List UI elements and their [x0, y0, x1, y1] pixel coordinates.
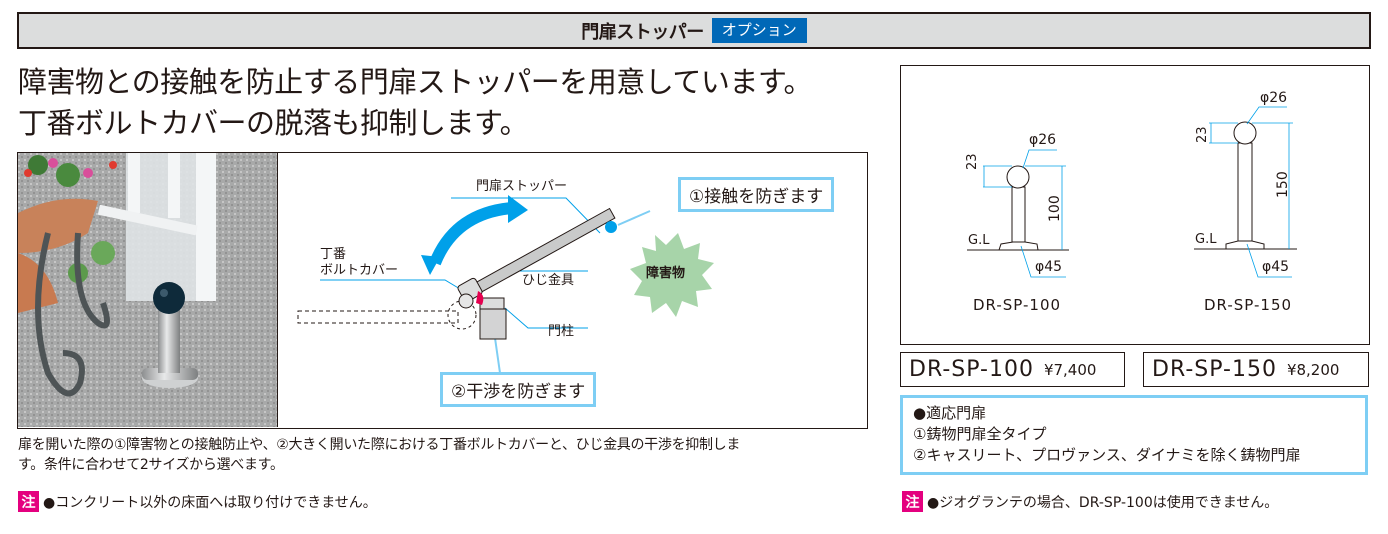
drawing-label-100: DR-SP-100 — [973, 296, 1062, 314]
dimension-drawing-panel: φ26 23 100 G.L φ45 DR-SP-100 φ26 23 150 … — [900, 65, 1370, 345]
compatible-gates-box: ●適応門扉 ①鋳物門扉全タイプ ②キャスリート、プロヴァンス、ダイナミを除く鋳物… — [900, 395, 1368, 475]
label-gate-post: 門柱 — [548, 324, 575, 339]
price-box-dr-sp-150: DR-SP-150 ¥8,200 — [1143, 352, 1369, 387]
drawing-label-150: DR-SP-150 — [1204, 296, 1293, 314]
headline-line-1: 障害物との接触を防止する門扉ストッパーを用意しています。 — [18, 65, 812, 99]
dim-150-ball-dia: φ26 — [1260, 90, 1288, 106]
model-name: DR-SP-100 — [909, 357, 1034, 382]
label-gate-stopper: 門扉ストッパー — [476, 179, 568, 194]
dim-100-gl: G.L — [968, 233, 990, 248]
compat-item-2: ②キャスリート、プロヴァンス、ダイナミを除く鋳物門扉 — [913, 446, 1301, 464]
option-badge: オプション — [711, 18, 807, 43]
model-name: DR-SP-150 — [1152, 357, 1277, 382]
dim-150-ball-height: 23 — [1195, 126, 1210, 143]
note-right-text: ●ジオグランテの場合、DR-SP-100は使用できません。 — [927, 494, 1279, 511]
compat-item-1: ①鋳物門扉全タイプ — [913, 425, 1047, 443]
dim-150-height: 150 — [1275, 171, 1291, 198]
description-caption: 扉を開いた際の①障害物との接触防止や、②大きく開いた際における丁番ボルトカバーと… — [18, 435, 873, 475]
dim-100-height: 100 — [1047, 195, 1063, 222]
callout-prevent-contact: ①接触を防ぎます — [678, 177, 835, 212]
dim-100-ball-dia: φ26 — [1029, 132, 1057, 148]
caption-line-2: す。条件に合わせて2サイズから選べます。 — [18, 457, 284, 473]
label-hinge-cover-1: 丁番 — [320, 247, 347, 262]
label-obstacle: 障害物 — [646, 266, 686, 281]
section-title: 門扉ストッパー — [581, 21, 704, 43]
dim-100-ball-height: 23 — [965, 153, 980, 170]
product-photo — [18, 153, 278, 427]
dimension-drawing — [967, 106, 1297, 278]
callout-prevent-interference: ②干渉を防ぎます — [440, 372, 597, 407]
photo-illustration — [18, 153, 277, 427]
note-left: 注 ●コンクリート以外の床面へは取り付けできません。 — [18, 491, 377, 512]
label-hinge-fitting: ひじ金具 — [522, 273, 575, 288]
section-header: 門扉ストッパー オプション — [17, 12, 1371, 49]
caution-badge: 注 — [18, 491, 39, 512]
compat-title: ●適応門扉 — [913, 404, 987, 422]
dim-100-base-dia: φ45 — [1035, 259, 1063, 275]
diagram-drawing — [297, 195, 714, 374]
note-right: 注 ●ジオグランテの場合、DR-SP-100は使用できません。 — [902, 491, 1278, 512]
dim-150-base-dia: φ45 — [1262, 259, 1290, 275]
figure-panel: 門扉ストッパー 丁番 ボルトカバー ひじ金具 門柱 障害物 ①接触を防ぎます ②… — [17, 152, 868, 429]
model-price: ¥7,400 — [1043, 360, 1097, 379]
caution-badge: 注 — [902, 491, 923, 512]
headline: 障害物との接触を防止する門扉ストッパーを用意しています。 丁番ボルトカバーの脱落… — [18, 62, 812, 144]
headline-line-2: 丁番ボルトカバーの脱落も抑制します。 — [18, 106, 529, 140]
dim-150-gl: G.L — [1195, 232, 1217, 247]
usage-diagram: 門扉ストッパー 丁番 ボルトカバー ひじ金具 門柱 障害物 ①接触を防ぎます ②… — [280, 153, 867, 427]
note-left-text: ●コンクリート以外の床面へは取り付けできません。 — [43, 494, 377, 511]
price-box-dr-sp-100: DR-SP-100 ¥7,400 — [900, 352, 1125, 387]
caption-line-1: 扉を開いた際の①障害物との接触防止や、②大きく開いた際における丁番ボルトカバーと… — [18, 437, 741, 453]
model-price: ¥8,200 — [1286, 360, 1340, 379]
label-hinge-cover-2: ボルトカバー — [320, 263, 399, 278]
